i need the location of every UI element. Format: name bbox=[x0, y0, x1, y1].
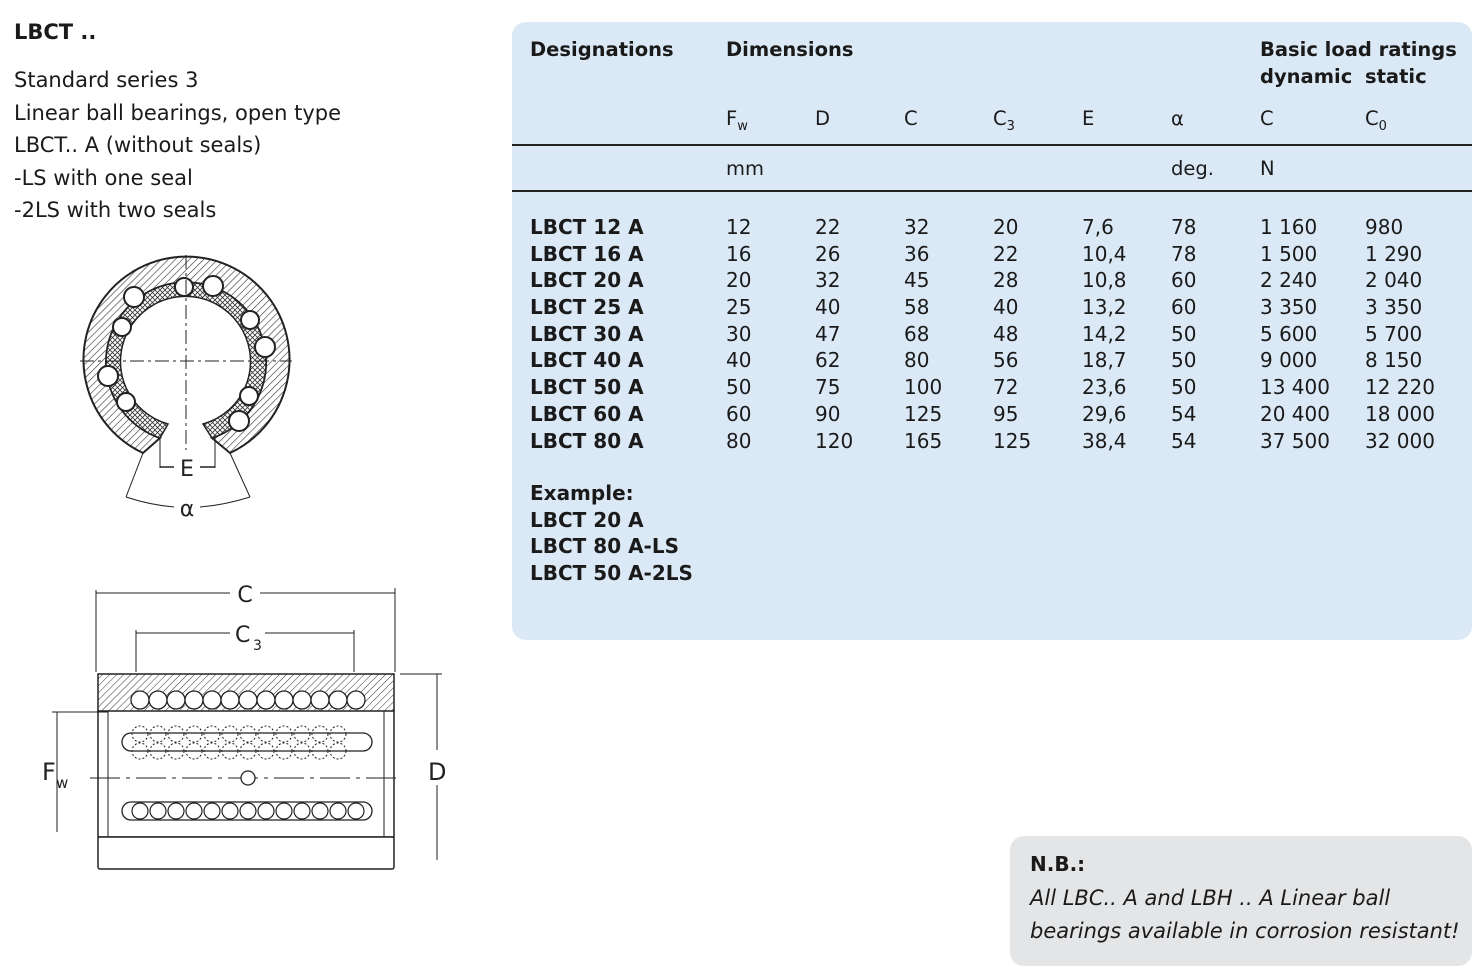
example-item: LBCT 20 A bbox=[530, 507, 644, 532]
dimensions-header: Dimensions bbox=[726, 38, 854, 61]
header-divider bbox=[512, 144, 1472, 146]
bore-sub: w bbox=[56, 774, 68, 792]
example-item: LBCT 50 A-2LS bbox=[530, 560, 693, 585]
example-block: Example: LBCT 20 A LBCT 80 A-LS LBCT 50 … bbox=[530, 480, 693, 586]
column-header-alpha: α bbox=[1171, 107, 1184, 130]
length-label: C bbox=[237, 583, 252, 608]
unit-deg: deg. bbox=[1171, 157, 1214, 180]
product-description: Standard series 3 Linear ball bearings, … bbox=[14, 64, 341, 227]
static-header: static bbox=[1365, 65, 1427, 88]
table-row: LBCT 16 A 16 26 36 22 10,4 78 1 500 1 29… bbox=[530, 241, 1423, 266]
designations-header: Designations bbox=[530, 38, 674, 61]
note-heading: N.B.: bbox=[1030, 852, 1086, 876]
table-row: LBCT 25 A 25 40 58 40 13,2 60 3 350 3 35… bbox=[530, 295, 1423, 320]
table-row: LBCT 80 A 80 120 165 125 38,4 54 37 500 … bbox=[530, 428, 1435, 453]
product-title: LBCT .. bbox=[14, 20, 97, 44]
column-header-d: D bbox=[815, 107, 831, 130]
table-row: LBCT 12 A 12 22 32 20 7,6 78 1 160 980 bbox=[530, 215, 1404, 239]
inner-length-label: C bbox=[235, 623, 250, 648]
column-header-c3: C3 bbox=[993, 107, 1015, 134]
description-line: -LS with one seal bbox=[14, 165, 193, 190]
spec-table-panel: Designations Dimensions Basic load ratin… bbox=[512, 22, 1472, 640]
example-label: Example: bbox=[530, 481, 634, 505]
gap-label: E bbox=[180, 457, 194, 482]
column-header-c0: C0 bbox=[1365, 107, 1387, 134]
cross-section-diagram: E α bbox=[80, 255, 292, 522]
table-row: LBCT 30 A 30 47 68 48 14,2 50 5 600 5 70… bbox=[530, 321, 1423, 346]
description-line: Linear ball bearings, open type bbox=[14, 100, 341, 125]
side-view-diagram: C C 3 F w bbox=[42, 583, 446, 870]
note-text: All LBC.. A and LBH .. A Linear ball bea… bbox=[1030, 886, 1460, 943]
example-item: LBCT 80 A-LS bbox=[530, 534, 679, 558]
unit-n: N bbox=[1260, 157, 1275, 180]
description-line: LBCT.. A (without seals) bbox=[14, 133, 262, 157]
outer-diameter-label: D bbox=[428, 758, 446, 786]
table-row: LBCT 40 A 40 62 80 56 18,7 50 9 000 8 15… bbox=[530, 348, 1423, 373]
units-divider bbox=[512, 190, 1472, 192]
column-header-e: E bbox=[1082, 107, 1095, 130]
table-row: LBCT 20 A 20 32 45 28 10,8 60 2 240 2 04… bbox=[530, 268, 1423, 293]
description-line: -2LS with two seals bbox=[14, 198, 217, 222]
inner-length-sub: 3 bbox=[253, 638, 262, 654]
load-ratings-header: Basic load ratings bbox=[1260, 38, 1457, 61]
table-body: LBCT 12 A 12 22 32 20 7,6 78 1 160 980 L… bbox=[512, 215, 1472, 455]
bore-label: F bbox=[42, 758, 56, 786]
table-row: LBCT 50 A 50 75 100 72 23,6 50 13 400 12… bbox=[530, 375, 1435, 400]
column-header-c: C bbox=[904, 107, 918, 130]
dynamic-header: dynamic bbox=[1260, 65, 1353, 88]
unit-mm: mm bbox=[726, 157, 764, 180]
note-box: N.B.: All LBC.. A and LBH .. A Linear ba… bbox=[1010, 836, 1472, 966]
column-header-fw: Fw bbox=[726, 107, 748, 134]
table-row: LBCT 60 A 60 90 125 95 29,6 54 20 400 18… bbox=[530, 401, 1435, 426]
column-header-c-dynamic: C bbox=[1260, 107, 1274, 130]
angle-label: α bbox=[180, 497, 195, 522]
description-line: Standard series 3 bbox=[14, 68, 199, 92]
